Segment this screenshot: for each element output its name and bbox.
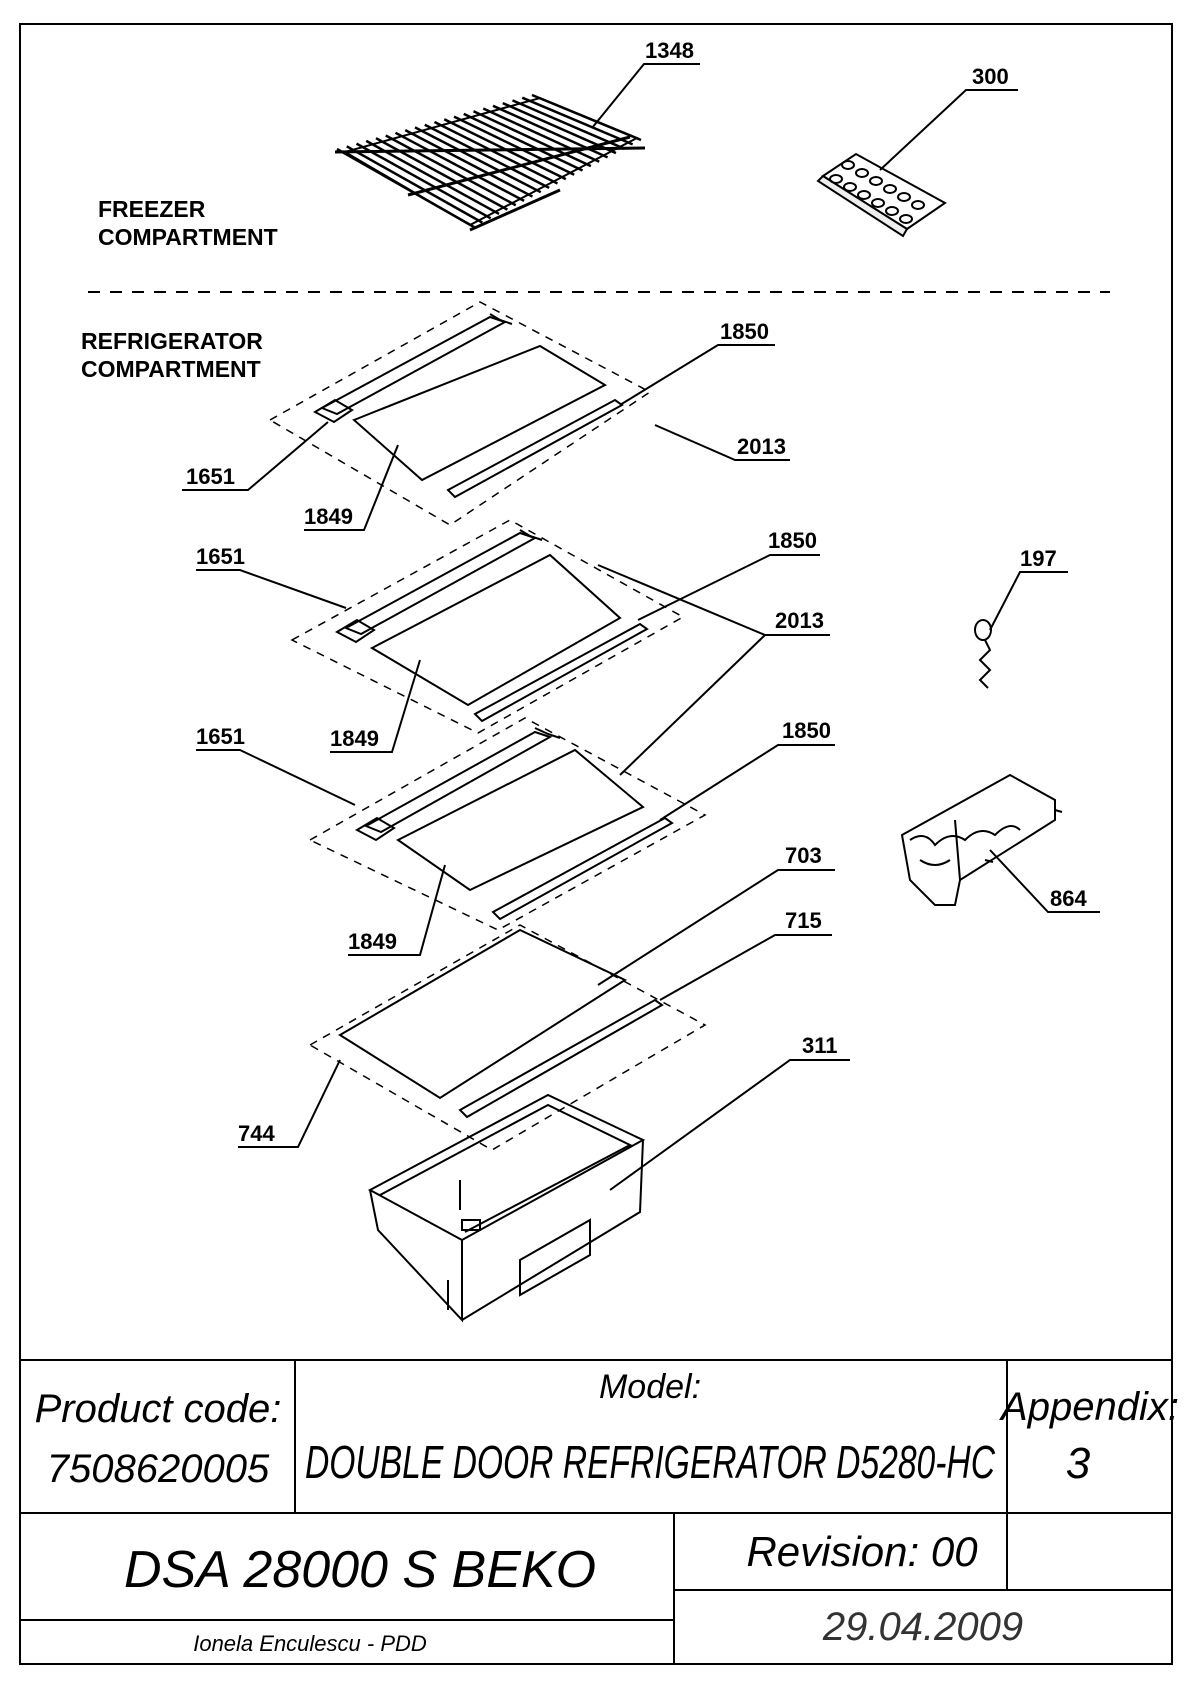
ice-cell: [869, 176, 883, 186]
ice-cell: [883, 184, 897, 194]
revision: Revision: 00: [746, 1528, 978, 1575]
callout-864: 864: [1050, 886, 1087, 911]
author: Ionela Enculescu - PDD: [193, 1631, 427, 1656]
thermostat-knob-drawing: [974, 619, 992, 689]
part-name: DSA 28000 S BEKO: [124, 1541, 596, 1599]
ice-cell: [841, 160, 855, 170]
ice-cell: [871, 198, 885, 208]
crisper-cover-drawing: [308, 924, 707, 1151]
callout-197: 197: [1020, 546, 1057, 571]
wire-rod: [355, 142, 492, 220]
product-code-value: 7508620005: [47, 1447, 270, 1491]
callout-300: 300: [972, 64, 1009, 89]
appendix-value: 3: [1066, 1439, 1091, 1488]
callout-labels: 1348 300 1651 1850 2013 1849 1651 1850 1…: [186, 38, 1087, 1146]
callout-1850-c: 1850: [782, 718, 831, 743]
callout-311: 311: [802, 1033, 838, 1058]
wire-rod: [482, 107, 600, 163]
callout-2013-a: 2013: [737, 434, 786, 459]
callout-1849-b: 1849: [330, 726, 379, 751]
wire-rod: [531, 93, 642, 142]
callout-1850-b: 1850: [768, 528, 817, 553]
callout-1651-a: 1651: [186, 464, 235, 489]
model-label: Model:: [599, 1368, 701, 1406]
callout-1348: 1348: [645, 38, 694, 63]
ice-cell: [855, 168, 869, 178]
ice-cell: [857, 190, 871, 200]
ice-cell: [843, 182, 857, 192]
freezer-label-line1: FREEZER: [98, 196, 206, 222]
ice-cell: [829, 174, 843, 184]
ice-cell: [897, 192, 911, 202]
callout-1651-c: 1651: [196, 724, 245, 749]
ice-cell: [911, 200, 925, 210]
callout-744: 744: [238, 1121, 275, 1146]
wire-rod: [472, 110, 592, 168]
title-block: [20, 1359, 1172, 1664]
wire-rod: [365, 139, 500, 216]
callout-1651-b: 1651: [196, 544, 245, 569]
wire-rod: [424, 123, 550, 189]
model-value: DOUBLE DOOR REFRIGERATOR D5280-HC: [305, 1436, 996, 1488]
egg-holder-drawing: [900, 773, 1063, 906]
glass-shelf-2-drawing: [290, 519, 685, 734]
wire-rod: [385, 134, 517, 207]
wire-rod: [394, 131, 525, 203]
freezer-label-line2: COMPARTMENT: [98, 224, 278, 250]
ice-cell: [899, 214, 913, 224]
callout-715: 715: [785, 908, 822, 933]
refrigerator-label-line2: COMPARTMENT: [81, 356, 261, 382]
callout-2013-b: 2013: [775, 608, 824, 633]
wire-rod: [404, 128, 534, 198]
wire-rod: [336, 147, 475, 229]
callout-1849-c: 1849: [348, 929, 397, 954]
callout-703: 703: [785, 843, 822, 868]
product-code-label: Product code:: [35, 1387, 282, 1431]
wire-rod: [463, 112, 584, 172]
wire-rod: [453, 115, 575, 176]
wire-rod: [433, 120, 559, 185]
callout-1850-a: 1850: [720, 319, 769, 344]
drawing-frame: [19, 23, 1173, 1665]
ice-tray-drawing: [816, 152, 947, 238]
ice-cell: [885, 206, 899, 216]
date: 29.04.2009: [822, 1605, 1023, 1649]
appendix-label: Appendix:: [999, 1385, 1179, 1429]
wire-rod: [346, 145, 483, 224]
glass-shelf-1-drawing: [268, 301, 652, 526]
leader-lines: [182, 63, 1100, 1191]
crisper-drawer-drawing: [367, 1093, 646, 1323]
refrigerator-label-line1: REFRIGERATOR: [81, 328, 263, 354]
wire-rod: [521, 96, 634, 146]
callout-1849-a: 1849: [304, 504, 353, 529]
wire-rod: [414, 126, 542, 194]
wire-rod: [512, 99, 625, 150]
wire-shelf-drawing: [334, 93, 646, 232]
